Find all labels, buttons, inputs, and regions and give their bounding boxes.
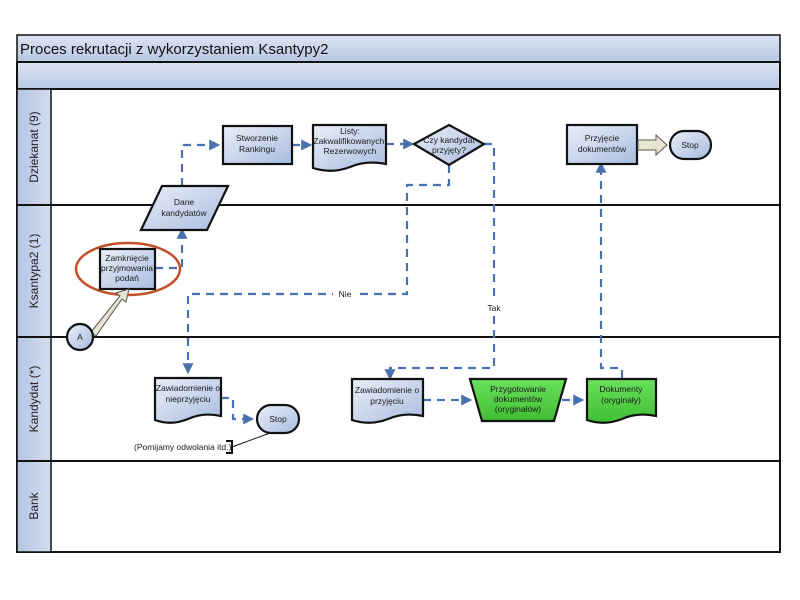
shape-stworzenie-rankingu[interactable]: Stworzenie Rankingu — [221, 124, 294, 166]
lane-header-kandydat — [16, 336, 52, 462]
annotation-text: (Pomijamy odwolania itd.) — [134, 442, 231, 452]
shape-text: podań — [115, 273, 139, 283]
shape-connector-a[interactable]: A — [65, 322, 95, 352]
shape-text: nieprzyjęciu — [166, 394, 211, 404]
label-tak: Tak — [487, 303, 501, 313]
shape-text: (oryginały) — [601, 395, 641, 405]
lane-headers: Dziekanat (9) Ksantypa2 (1) Kandydat (*)… — [16, 88, 52, 553]
shape-text: przyjmowania — [101, 263, 153, 273]
shape-stop-1[interactable]: Stop — [668, 129, 713, 161]
flow-connectors — [155, 138, 624, 425]
arrow-icon — [90, 288, 130, 337]
shape-stop-2[interactable]: Stop — [255, 403, 301, 435]
lane-label: Bank — [27, 491, 41, 519]
lane-label: Ksantypa2 (1) — [27, 234, 41, 309]
lane-label: Dziekanat (9) — [27, 111, 41, 182]
lane-header-bank — [16, 460, 52, 553]
shape-text: kandydatów — [161, 208, 207, 218]
flow-zawnie-stop — [221, 396, 255, 425]
shape-text: Zawiadomienie o — [156, 383, 221, 393]
diagram-title: Proces rekrutacji z wykorzystaniem Ksant… — [20, 41, 328, 58]
shape-text: (oryginałów) — [495, 404, 541, 414]
shape-zawiadomienie-nieprzyjecie[interactable]: Zawiadomienie o nieprzyjęciu — [153, 376, 223, 424]
shape-text: Przygotowanie — [490, 384, 546, 394]
pool-frame — [16, 88, 781, 553]
shape-dokumenty-oryginaly[interactable]: Dokumenty (oryginały) — [585, 377, 658, 424]
shape-text: Zawiadomienie o — [355, 385, 420, 395]
label-nie: Nie — [339, 289, 352, 299]
shape-text: przyjęciu — [370, 396, 404, 406]
shape-przyjecie-dokumentow[interactable]: Przyjęcie dokumentów — [565, 123, 639, 166]
shape-text: Zamknięcie — [105, 253, 149, 263]
annotation: (Pomijamy odwolania itd.) — [134, 432, 271, 454]
shape-text: dokumentów — [494, 394, 543, 404]
shape-listy[interactable]: Listy: Zakwalifikowanych, Rezerwowych — [311, 123, 388, 172]
shape-text: Rezerwowych — [324, 146, 377, 156]
shape-text: Dokumenty — [600, 384, 644, 394]
shape-text: Dane — [174, 197, 195, 207]
shape-przygotowanie-dokumentow[interactable]: Przygotowanie dokumentów (oryginałów) — [468, 377, 568, 423]
arrow-icon — [637, 133, 668, 157]
shape-text: Zakwalifikowanych, — [313, 136, 386, 146]
shape-text: Stop — [681, 140, 699, 150]
shape-text: Przyjęcie — [585, 133, 620, 143]
flow-dokumenty-przyjecie — [595, 161, 624, 378]
lane-label: Kandydat (*) — [27, 366, 41, 433]
shape-zamkniecie-przyjmowania[interactable]: Zamknięcie przyjmowania podań — [98, 247, 157, 291]
shape-text: A — [77, 332, 83, 342]
lane-header-dziekanat — [16, 88, 52, 206]
shape-text: Stop — [269, 414, 287, 424]
shape-text: Listy: — [340, 126, 360, 136]
shape-text: przyjęty? — [432, 145, 466, 155]
shape-decision-czy-przyjety[interactable]: Czy kandydat przyjęty? — [411, 123, 487, 167]
shape-text: Rankingu — [239, 144, 275, 154]
shape-dane-kandydatow[interactable]: Dane kandydatów — [139, 184, 230, 232]
flow-decision-tak — [384, 142, 496, 381]
shape-zawiadomienie-przyjecie[interactable]: Zawiadomienie o przyjęciu — [350, 377, 425, 424]
shape-text: Czy kandydat — [423, 135, 475, 145]
lane-dividers — [17, 204, 780, 462]
shape-text: Stworzenie — [236, 133, 278, 143]
flow-decision-nie — [182, 165, 451, 375]
diagram-header: Proces rekrutacji z wykorzystaniem Ksant… — [16, 34, 781, 90]
shape-text: dokumentów — [578, 144, 627, 154]
